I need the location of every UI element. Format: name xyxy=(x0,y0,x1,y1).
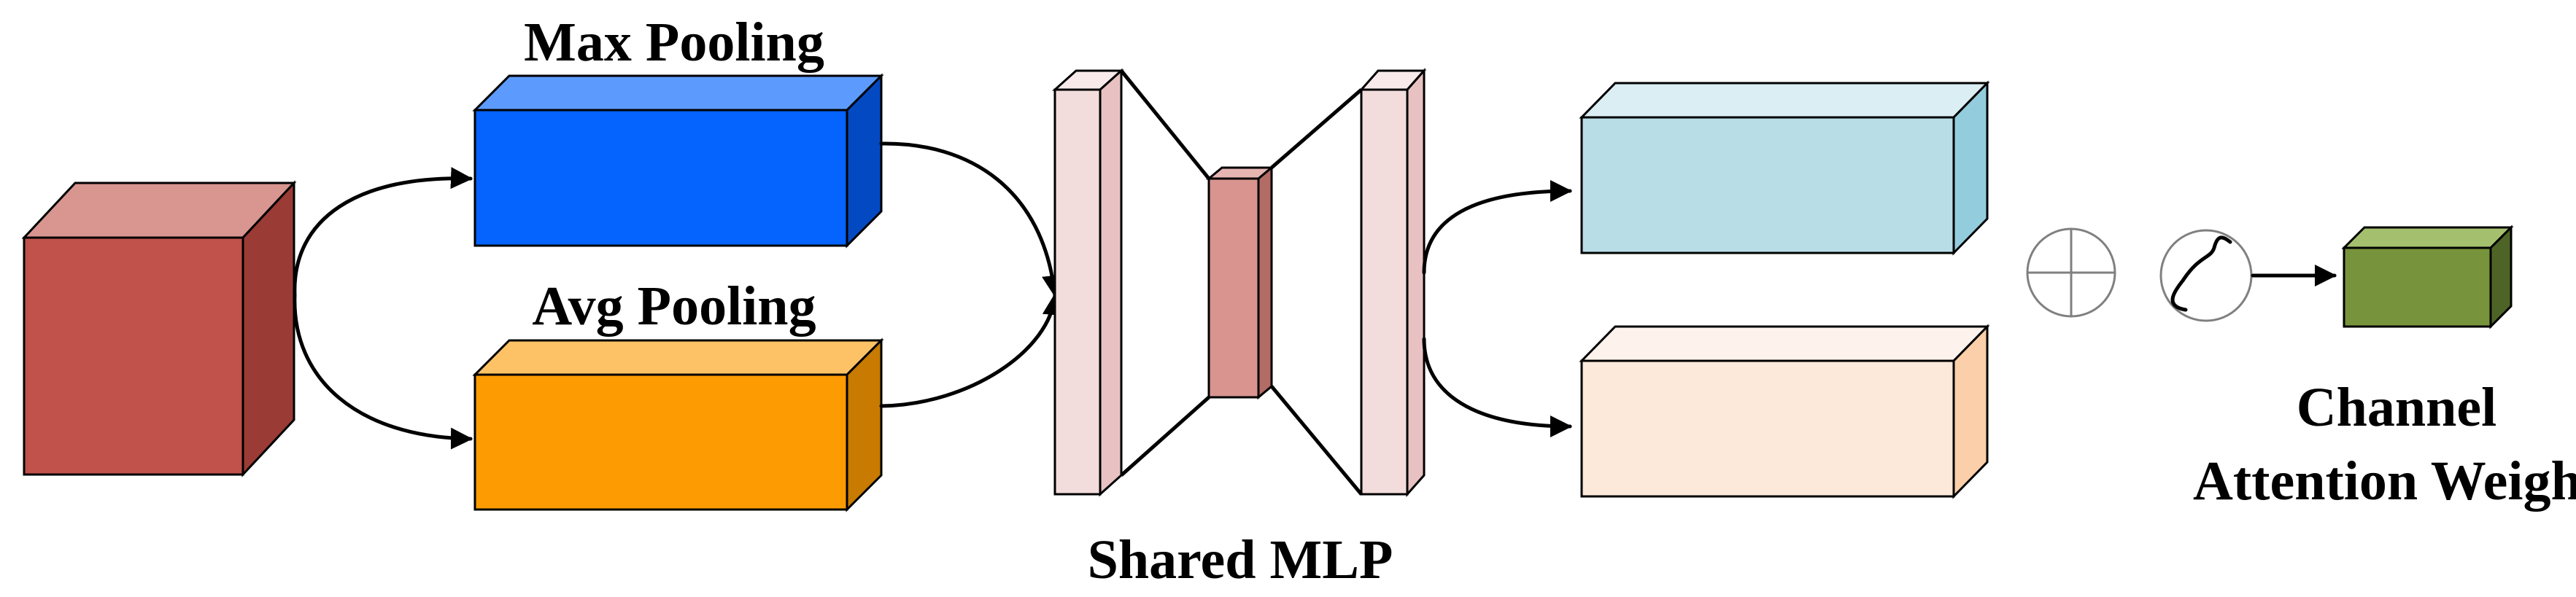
max-pool-front xyxy=(473,109,848,247)
input-feature-cube xyxy=(21,180,297,477)
arrow-mlp-to-out-avg xyxy=(1422,337,1572,437)
mlp-layer-hidden-front xyxy=(1207,177,1260,399)
shared-mlp-label: Shared MLP xyxy=(1088,529,1393,590)
channel-weight-front xyxy=(2343,246,2492,328)
max-pool-block xyxy=(472,73,884,249)
mlp-layer-output xyxy=(1358,68,1427,497)
mlp-line-bottom-right xyxy=(1270,385,1363,496)
mlp-line-top-right xyxy=(1270,88,1363,169)
mlp-line-top-left xyxy=(1120,69,1210,180)
mlp-line-bottom-left xyxy=(1120,396,1210,477)
avg-pooling-label: Avg Pooling xyxy=(532,276,816,337)
arrow-avg-to-mlp xyxy=(879,293,1064,408)
channel-weight-block xyxy=(2341,225,2514,329)
avg-pool-front xyxy=(473,373,848,511)
max-pooling-label: Max Pooling xyxy=(524,12,824,73)
mlp-layer-input xyxy=(1052,68,1124,497)
mlp-layer-output-front xyxy=(1360,88,1409,496)
channel-attention-label-line2: Attention Weight xyxy=(2193,450,2576,512)
arrow-mlp-to-out-max xyxy=(1422,180,1572,275)
mlp-out-max-front xyxy=(1580,116,1955,254)
input-cube-front xyxy=(23,236,244,476)
mlp-out-avg-front xyxy=(1580,359,1955,498)
circle-plus-icon xyxy=(2026,227,2116,318)
mlp-out-avg-block xyxy=(1579,324,1990,499)
sigmoid-icon xyxy=(2159,229,2253,322)
arrow-input-to-avg xyxy=(293,293,473,450)
mlp-layer-hidden xyxy=(1205,165,1275,400)
mlp-layer-input-front xyxy=(1053,88,1102,496)
arrow-max-to-mlp xyxy=(879,141,1064,297)
channel-attention-label-line1: Channel xyxy=(2297,377,2497,438)
avg-pool-block xyxy=(472,337,884,512)
mlp-out-max-block xyxy=(1579,80,1990,256)
arrow-input-to-max xyxy=(293,167,473,297)
